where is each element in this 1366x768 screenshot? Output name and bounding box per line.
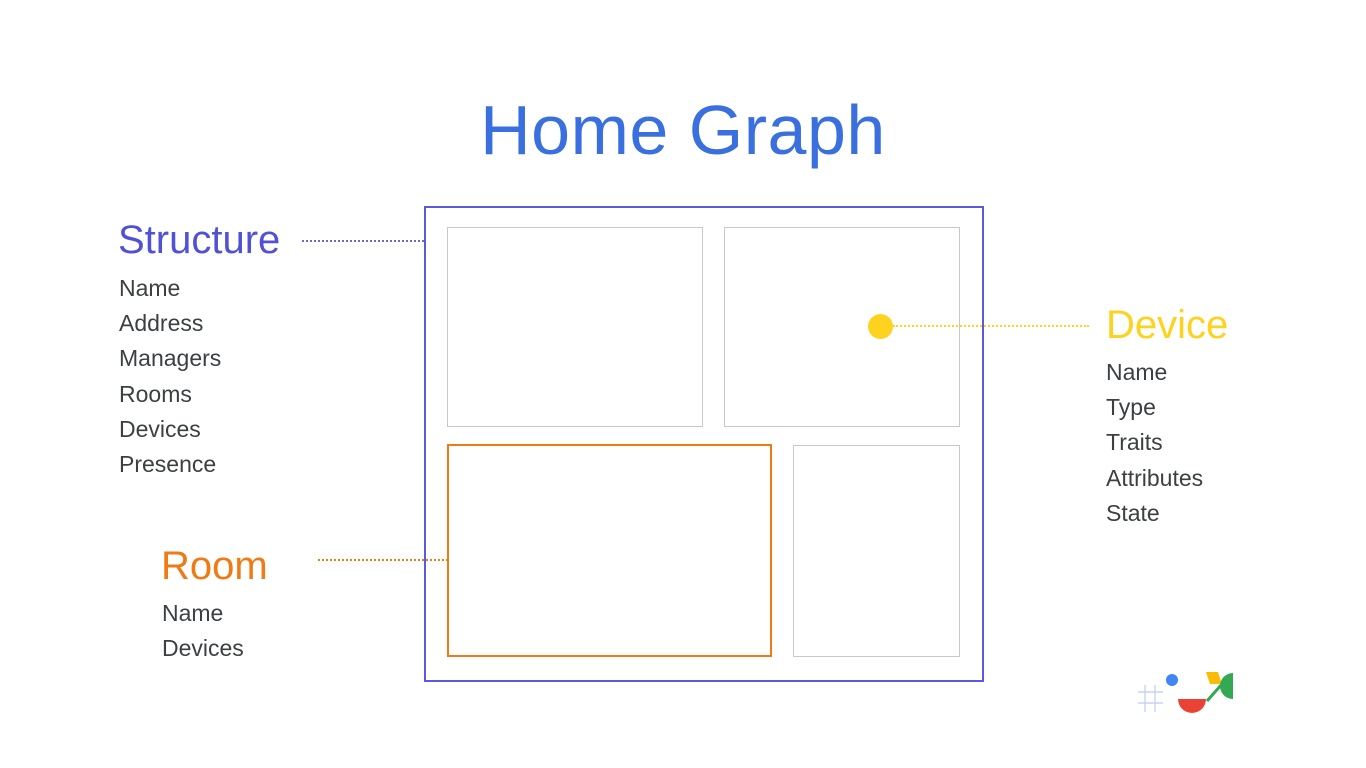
device-attribute: Traits bbox=[1106, 429, 1163, 456]
room-attribute-list: Name Devices bbox=[162, 596, 244, 666]
structure-attribute: Rooms bbox=[119, 380, 192, 407]
diagram-title: Home Graph bbox=[480, 91, 886, 169]
structure-connector-line bbox=[302, 240, 424, 242]
device-marker-dot bbox=[868, 314, 893, 339]
structure-box bbox=[424, 206, 984, 682]
room-connector-line bbox=[318, 559, 448, 561]
device-attribute: Type bbox=[1106, 394, 1156, 421]
room-box bbox=[447, 227, 703, 427]
google-io-shapes-logo-icon bbox=[1138, 672, 1233, 713]
device-heading: Device bbox=[1106, 303, 1229, 347]
highlighted-room-box bbox=[447, 444, 772, 657]
room-attribute: Name bbox=[162, 600, 224, 626]
structure-attribute: Name bbox=[119, 275, 181, 301]
device-attribute: Name bbox=[1106, 359, 1168, 385]
room-box bbox=[793, 445, 960, 657]
structure-attribute: Presence bbox=[119, 451, 217, 478]
device-attribute: Attributes bbox=[1106, 464, 1204, 491]
device-attribute-list: Name Type Traits Attributes State bbox=[1106, 355, 1203, 531]
structure-heading: Structure bbox=[118, 218, 281, 262]
structure-attribute: Address bbox=[119, 310, 204, 337]
device-attribute: State bbox=[1106, 499, 1160, 526]
room-box bbox=[724, 227, 960, 427]
structure-attribute-list: Name Address Managers Rooms Devices Pres… bbox=[119, 271, 221, 482]
device-connector-line bbox=[893, 325, 1089, 327]
room-attribute: Devices bbox=[162, 635, 244, 662]
structure-attribute: Devices bbox=[119, 415, 201, 442]
structure-attribute: Managers bbox=[119, 345, 222, 372]
room-heading: Room bbox=[161, 544, 268, 588]
